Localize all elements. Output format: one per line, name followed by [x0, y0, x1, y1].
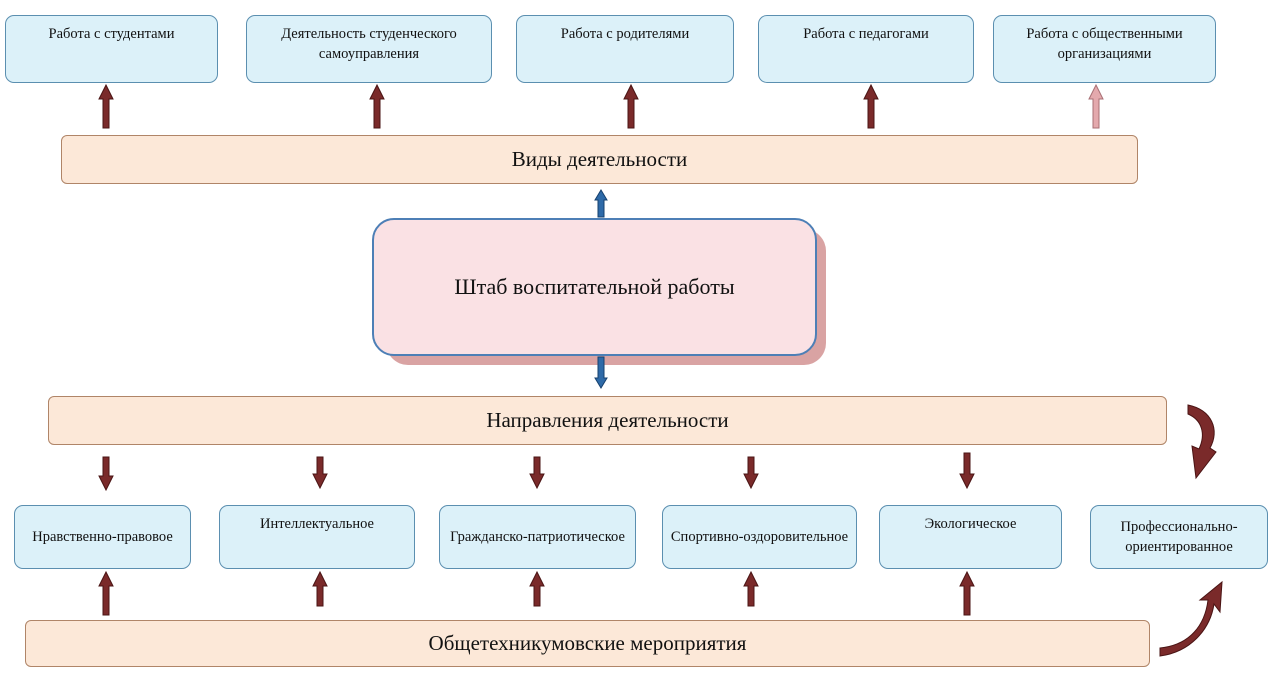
arrow-up-icon	[98, 570, 114, 616]
arrow-up-icon	[312, 570, 328, 607]
activity-types-band: Виды деятельности	[61, 135, 1138, 184]
arrow-down-icon	[312, 456, 328, 490]
direction-box-civic-patriotic: Гражданско-патриотическое	[439, 505, 636, 569]
activity-box-student-self-government: Деятельность студенческого самоуправлени…	[246, 15, 492, 83]
arrow-down-icon	[98, 456, 114, 492]
arrow-up-icon	[863, 83, 879, 129]
arrow-up-icon	[623, 83, 639, 129]
direction-box-moral-legal: Нравственно-правовое	[14, 505, 191, 569]
arrow-up-icon	[743, 570, 759, 607]
arrow-down-icon	[529, 456, 545, 490]
curved-arrow-up-icon	[1159, 580, 1223, 657]
activity-box-public-organizations: Работа с общественными организациями	[993, 15, 1216, 83]
events-band: Общетехникумовские мероприятия	[25, 620, 1150, 667]
direction-box-ecological: Экологическое	[879, 505, 1062, 569]
arrow-down-icon	[959, 452, 975, 490]
activity-box-teachers: Работа с педагогами	[758, 15, 974, 83]
directions-band: Направления деятельности	[48, 396, 1167, 445]
direction-box-sports-health: Спортивно-оздоровительное	[662, 505, 857, 569]
arrow-up-icon	[369, 83, 385, 129]
arrow-up-icon	[959, 570, 975, 616]
center-box: Штаб воспитательной работы	[372, 218, 817, 356]
curved-arrow-down-icon	[1187, 404, 1217, 480]
activity-box-students: Работа с студентами	[5, 15, 218, 83]
arrow-down-icon	[594, 356, 608, 389]
direction-box-intellectual: Интеллектуальное	[219, 505, 415, 569]
activity-box-parents: Работа с родителями	[516, 15, 734, 83]
direction-box-professional: Профессионально-ориентированное	[1090, 505, 1268, 569]
arrow-up-icon	[98, 83, 114, 129]
arrow-up-icon	[529, 570, 545, 607]
arrow-down-icon	[743, 456, 759, 490]
arrow-up-icon	[594, 189, 608, 218]
arrow-up-icon	[1088, 83, 1104, 129]
